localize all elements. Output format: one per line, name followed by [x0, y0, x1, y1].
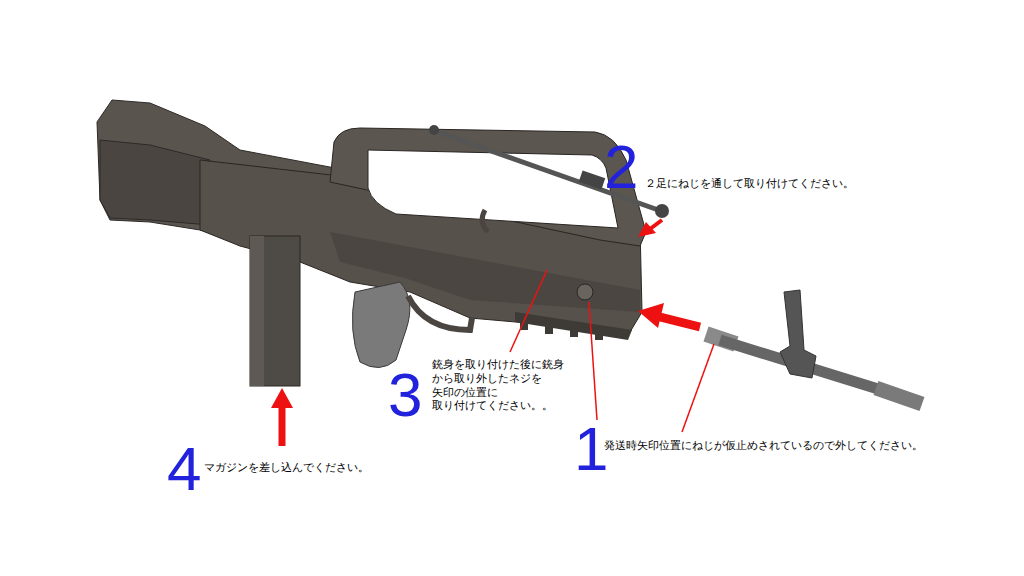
arrow: [660, 317, 700, 327]
callout-number: 3: [388, 364, 422, 426]
handle-window: [368, 150, 618, 228]
instruction-note: ２足にねじを通して取り付けてください。: [645, 177, 854, 191]
arrowhead: [271, 388, 293, 408]
screw-hole: [577, 284, 593, 300]
callout-number: 4: [167, 438, 201, 500]
callout-number: 1: [574, 418, 608, 480]
callout-number: 2: [604, 136, 638, 198]
arrowhead: [638, 222, 656, 237]
arrow: [279, 405, 286, 446]
magazine: [250, 236, 300, 386]
instruction-note: 発送時矢印位置にねじが仮止めされているので外してください。: [604, 439, 923, 453]
bipod: [432, 130, 664, 212]
instruction-note: 銃身を取り付けた後に銃身 から取り外したネジを 矢印の位置に 取り付けてください…: [432, 358, 574, 413]
leader-line: [682, 344, 714, 432]
arrow: [650, 220, 662, 229]
carry-handle: [330, 128, 646, 246]
flash-hider: [876, 388, 922, 404]
rail: [515, 312, 632, 340]
arrowhead: [638, 303, 664, 328]
stock-side: [100, 140, 210, 225]
leader-line: [589, 302, 597, 420]
trigger-guard: [408, 296, 472, 330]
front-sight: [780, 290, 816, 378]
leader-line: [510, 270, 547, 352]
trigger: [482, 210, 488, 232]
grip: [352, 282, 409, 368]
instruction-note: マガジンを差し込んでください。: [204, 461, 369, 475]
